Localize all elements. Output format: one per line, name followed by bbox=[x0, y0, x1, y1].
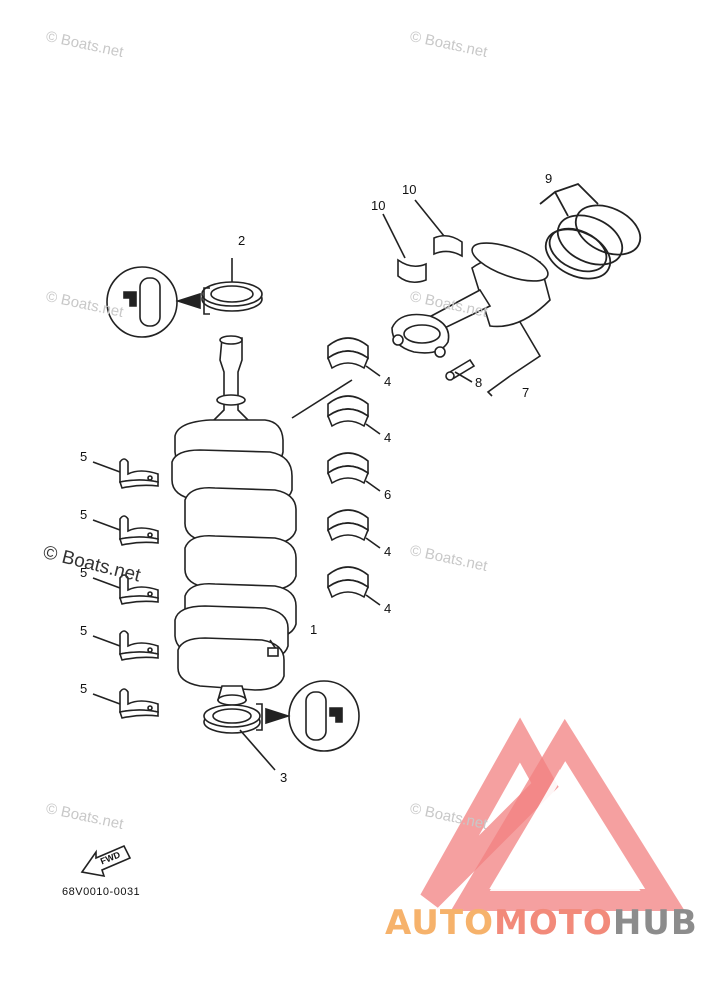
callout-crankshaft-upper-seal: 2 bbox=[238, 233, 246, 248]
callout-conrod-bolt: 8 bbox=[475, 375, 483, 390]
callout-conrod-bearing: 10 bbox=[371, 198, 386, 213]
callout-piston-rings: 9 bbox=[545, 171, 553, 186]
main-bearing-set bbox=[291, 337, 381, 606]
brand-moto: MOTO bbox=[493, 903, 613, 943]
brand-auto: AUTO bbox=[385, 903, 494, 943]
lower-oil-seal bbox=[203, 704, 276, 771]
upper-seal-detail-inset bbox=[106, 266, 210, 338]
piston-conrod-assembly bbox=[391, 242, 551, 397]
automotohub-logo-mark bbox=[420, 717, 685, 911]
piston-rings bbox=[539, 182, 642, 280]
callout-thrust-bearing: 6 bbox=[384, 487, 392, 502]
callout-crankshaft: 1 bbox=[310, 622, 318, 637]
brand-hub: HUB bbox=[612, 903, 698, 943]
upper-oil-seal bbox=[201, 258, 263, 312]
callout-conrod-bearing: 10 bbox=[402, 182, 417, 197]
callout-main-bearing: 4 bbox=[384, 544, 392, 559]
callout-lower-bearing: 5 bbox=[80, 507, 88, 522]
part-diagram-code: 68V0010-0031 bbox=[62, 886, 141, 898]
callout-main-bearing: 4 bbox=[384, 374, 392, 389]
lower-seal-detail-inset bbox=[256, 680, 360, 752]
callout-lower-bearing: 5 bbox=[80, 449, 88, 464]
fwd-arrow-icon bbox=[80, 844, 132, 878]
lower-bearing-set bbox=[92, 458, 159, 719]
callout-piston-assy: 7 bbox=[522, 385, 530, 400]
callout-lower-seal: 3 bbox=[280, 770, 288, 785]
callout-lower-bearing: 5 bbox=[80, 681, 88, 696]
callout-main-bearing: 4 bbox=[384, 601, 392, 616]
conrod-bearings bbox=[382, 199, 463, 284]
crankshaft bbox=[171, 335, 297, 706]
automotohub-wordmark: AUTOMOTOHUB bbox=[385, 903, 698, 943]
callout-main-bearing: 4 bbox=[384, 430, 392, 445]
callout-lower-bearing: 5 bbox=[80, 623, 88, 638]
callout-lower-bearing: 5 bbox=[80, 565, 88, 580]
